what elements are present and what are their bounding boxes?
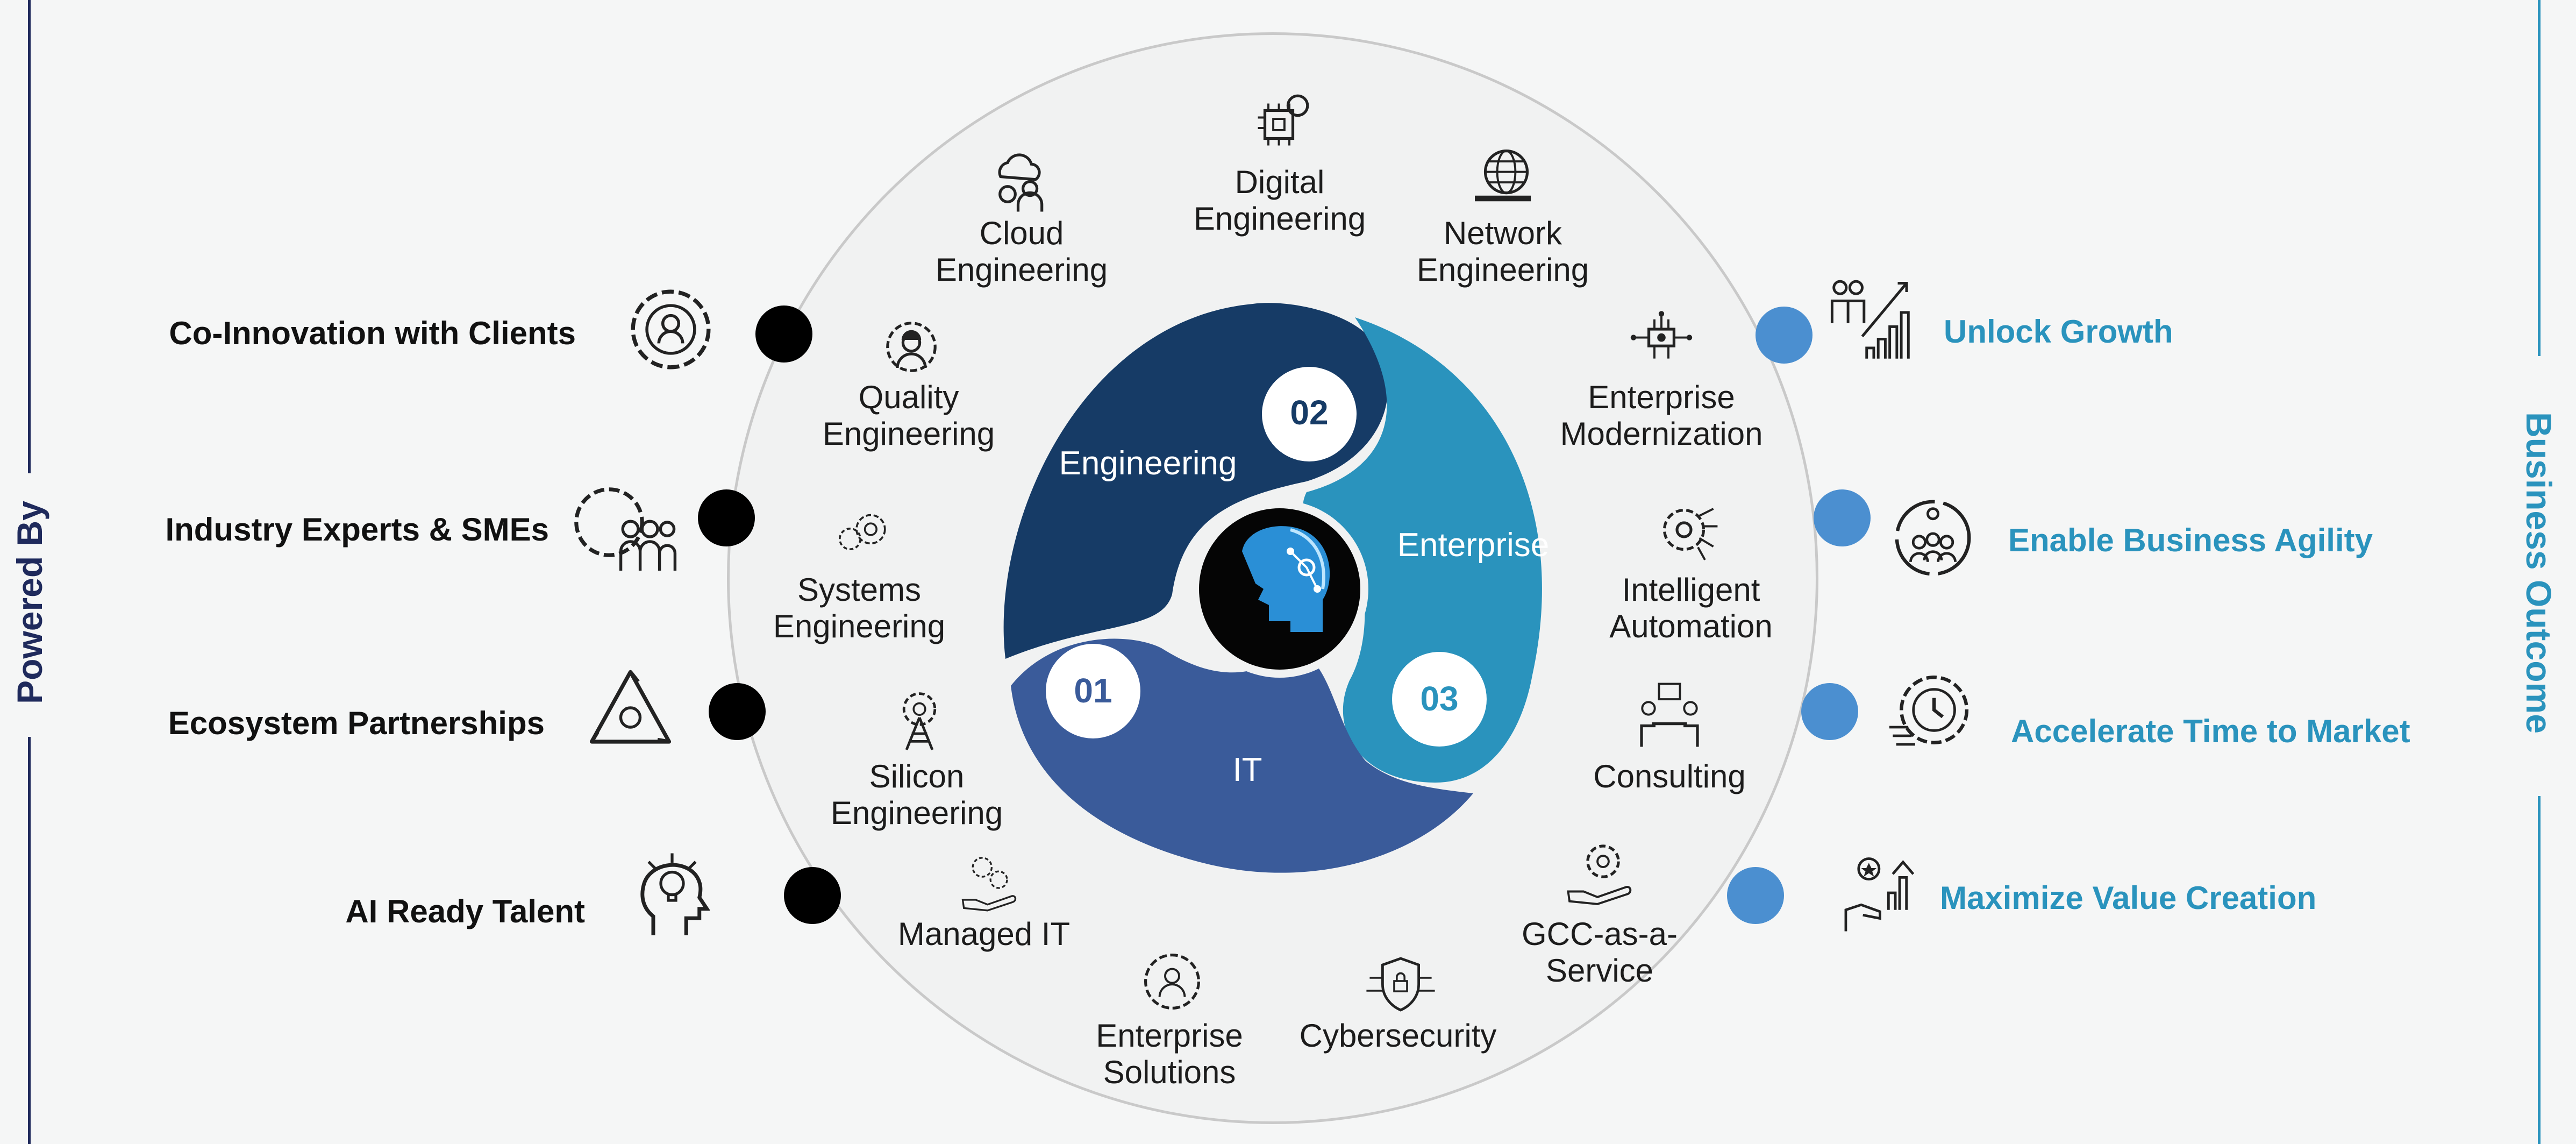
left-rule-bottom	[28, 737, 31, 1144]
hand-gears-icon	[961, 857, 1017, 912]
powered-by-dot-4	[784, 867, 841, 924]
cloud-worker-icon	[998, 153, 1044, 212]
chip-gear-icon	[1258, 94, 1309, 146]
powered-by-ai-talent: AI Ready Talent	[345, 893, 585, 929]
badge-03	[1392, 652, 1487, 747]
head-bulb-icon	[640, 853, 710, 935]
circuit-chip-icon	[1630, 311, 1693, 359]
powered-by-label: Powered By	[10, 501, 49, 704]
service-consulting: Consulting	[1593, 758, 1746, 794]
left-rule-top	[28, 0, 31, 473]
hand-star-chart-icon	[1844, 857, 1914, 932]
outcome-dot-2	[1814, 489, 1871, 546]
agile-team-icon	[1895, 500, 1971, 576]
outcome-value-creation: Maximize Value Creation	[1940, 880, 2317, 916]
outcome-business-agility: Enable Business Agility	[2008, 522, 2373, 558]
badge-01	[1046, 644, 1140, 738]
outcome-dot-1	[1756, 307, 1813, 364]
service-cybersecurity: Cybersecurity	[1299, 1018, 1497, 1054]
cycle-diagram	[1003, 303, 1542, 873]
it-label: IT	[1232, 751, 1262, 788]
powered-by-industry-experts: Industry Experts & SMEs	[165, 511, 549, 548]
recycle-hands-icon	[589, 670, 672, 744]
powered-by-ecosystem: Ecosystem Partnerships	[168, 705, 545, 741]
outcome-dot-4	[1727, 867, 1784, 924]
service-managed-it: Managed IT	[897, 916, 1071, 952]
globe-wrench-icon	[1475, 150, 1531, 202]
powered-by-co-innovation: Co-Innovation with Clients	[169, 315, 576, 351]
right-rule-bottom	[2538, 796, 2541, 1144]
gear-bulb-person-icon	[631, 289, 711, 370]
gears-bulb-icon	[839, 514, 886, 550]
right-rule-top	[2538, 0, 2541, 356]
gear-tower-icon	[902, 692, 937, 750]
enterprise-label: Enterprise	[1397, 527, 1550, 564]
engineering-label: Engineering	[1059, 445, 1237, 482]
growth-chart-people-icon	[1830, 280, 1910, 359]
outcome-time-to-market: Accelerate Time to Market	[2011, 713, 2410, 749]
gear-circuit-icon	[1663, 508, 1718, 560]
gear-people-icon	[574, 487, 677, 571]
hand-gear-icon	[1567, 844, 1632, 905]
enterprise-segment	[1303, 317, 1542, 783]
powered-by-dot-3	[709, 683, 766, 740]
badge-03-number: 03	[1420, 679, 1459, 718]
business-outcome-label: Business Outcome	[2519, 412, 2559, 734]
consulting-table-icon	[1640, 683, 1699, 747]
outcome-unlock-growth: Unlock Growth	[1944, 314, 2173, 350]
powered-by-dot-2	[698, 489, 755, 546]
shield-lock-icon	[1366, 957, 1435, 1012]
gear-person-icon	[1144, 954, 1200, 1010]
service-gcc-as-a-service: GCC-as-a-Service	[1521, 916, 1678, 989]
badge-02	[1262, 367, 1357, 461]
badge-02-number: 02	[1290, 393, 1329, 432]
gear-helmet-worker-icon	[886, 322, 937, 372]
powered-by-dot-1	[755, 305, 812, 363]
badge-01-number: 01	[1074, 671, 1112, 710]
gear-clock-icon	[1889, 676, 1969, 746]
outcome-dot-3	[1801, 683, 1858, 740]
